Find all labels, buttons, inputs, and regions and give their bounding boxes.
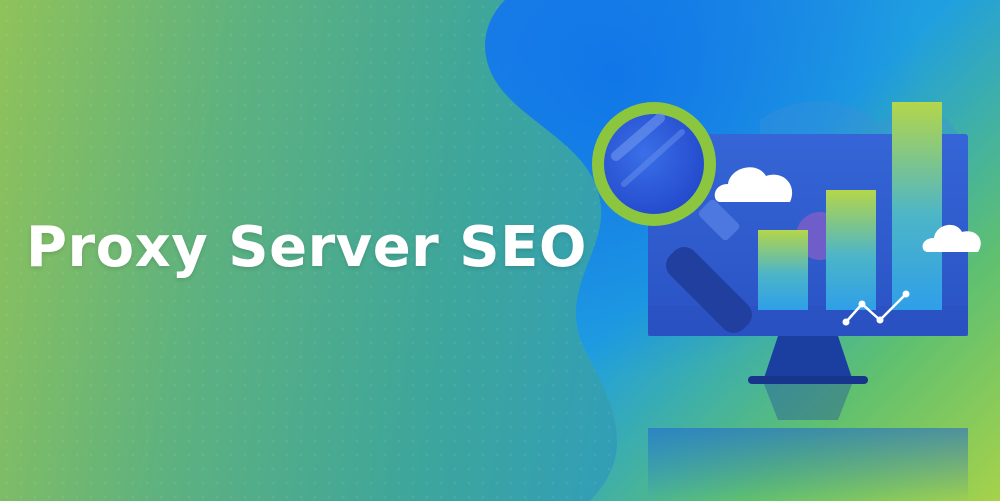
trend-line-icon bbox=[842, 290, 910, 326]
cloud-icon bbox=[714, 167, 981, 252]
monitor-reflection bbox=[648, 384, 968, 501]
bar-chart-icon bbox=[758, 102, 942, 310]
magnifying-glass-icon bbox=[592, 102, 752, 333]
headline: Proxy Server SEO bbox=[26, 215, 587, 280]
